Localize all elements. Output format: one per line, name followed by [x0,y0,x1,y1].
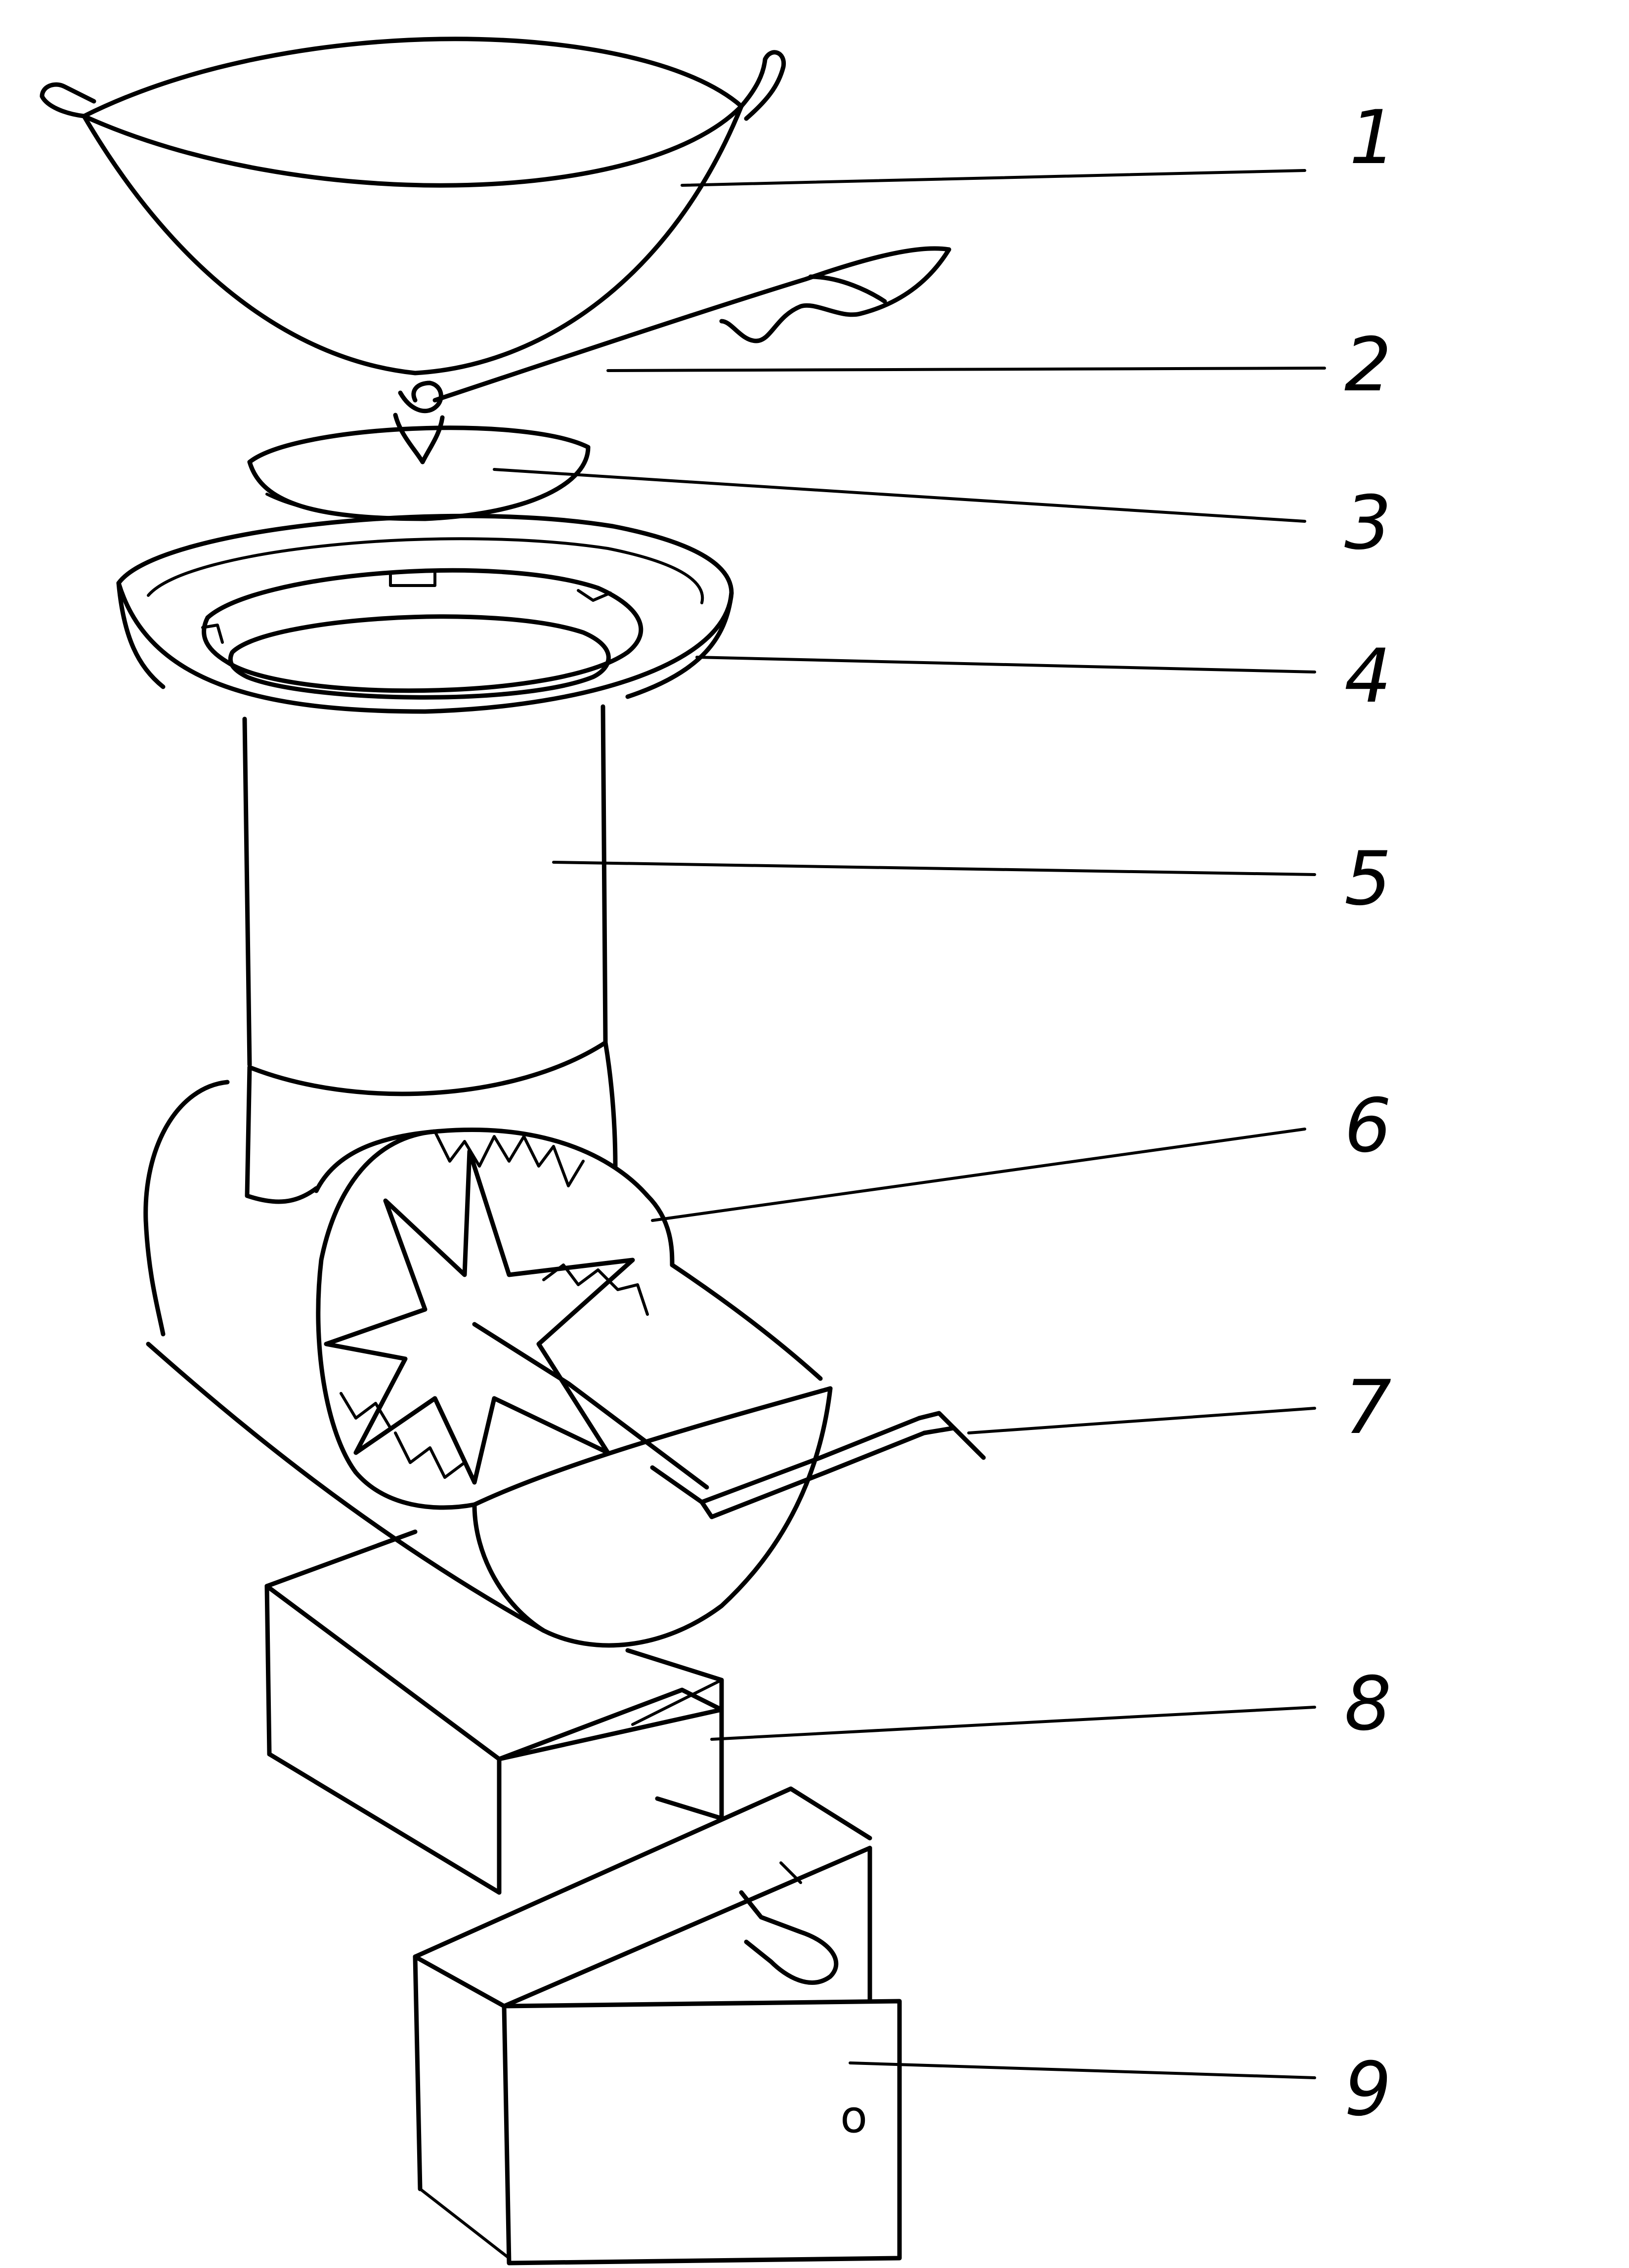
bowl-part-1 [40,37,786,376]
box-mark: o [840,2091,867,2143]
callout-numbers: 1 2 3 4 5 6 7 8 9 [1344,95,1396,2133]
label-7: 7 [1344,1365,1391,1451]
valve-lever-part-2 [393,246,951,464]
lower-box-part-9: o [413,1786,902,2266]
rim-part-4 [116,513,734,714]
label-4: 4 [1344,633,1391,719]
label-8: 8 [1344,1661,1391,1747]
trough-part-8 [264,1529,724,1895]
drum-part-6 [143,1080,833,1648]
label-2: 2 [1344,322,1391,408]
label-1: 1 [1349,95,1396,181]
cylinder-part-5 [242,704,618,1204]
label-5: 5 [1344,836,1391,922]
label-3: 3 [1344,480,1391,566]
label-9: 9 [1344,2047,1391,2133]
label-6: 6 [1344,1083,1391,1169]
leader-lines [493,169,1326,2079]
crank-part-7 [650,1411,986,1519]
